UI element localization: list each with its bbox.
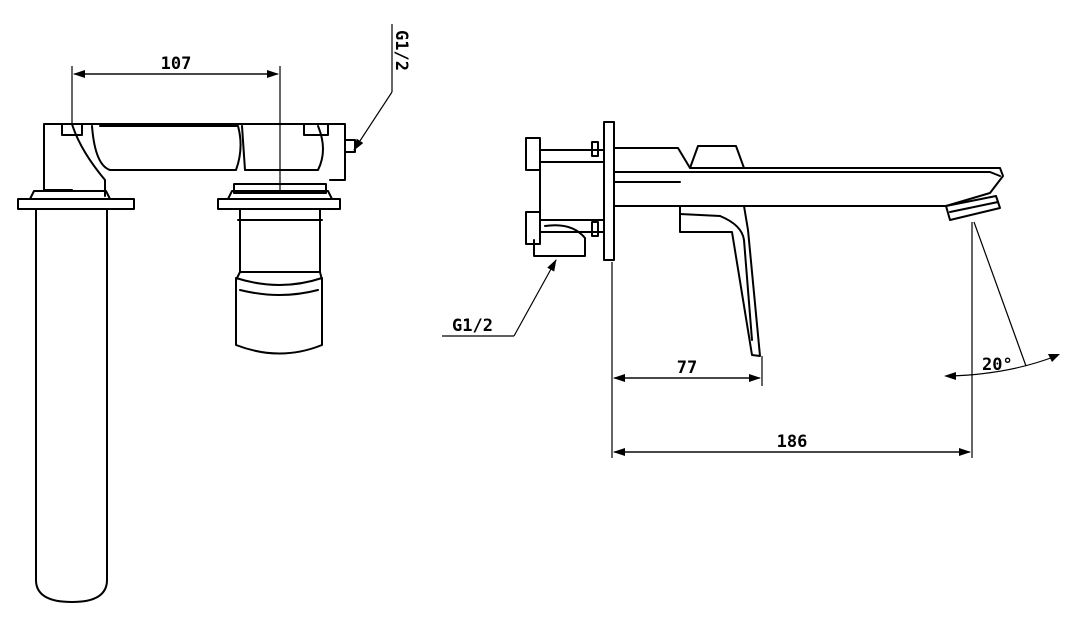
dimension-186: 186 xyxy=(613,222,973,458)
angle-20-label: 20° xyxy=(982,355,1013,375)
side-view xyxy=(525,121,1004,357)
dimension-77-label: 77 xyxy=(677,358,697,378)
front-view xyxy=(17,123,356,603)
side-thread-label: G1/2 xyxy=(452,316,493,336)
front-thread-label: G1/2 xyxy=(391,30,411,71)
front-thread-callout: G1/2 xyxy=(353,24,411,151)
dimension-186-label: 186 xyxy=(777,432,808,452)
dimension-107-label: 107 xyxy=(161,54,192,74)
dimension-77: 77 xyxy=(611,262,763,458)
dimension-107: 107 xyxy=(71,54,281,190)
angle-20: 20° xyxy=(944,221,1060,380)
side-thread-callout: G1/2 xyxy=(442,259,557,337)
